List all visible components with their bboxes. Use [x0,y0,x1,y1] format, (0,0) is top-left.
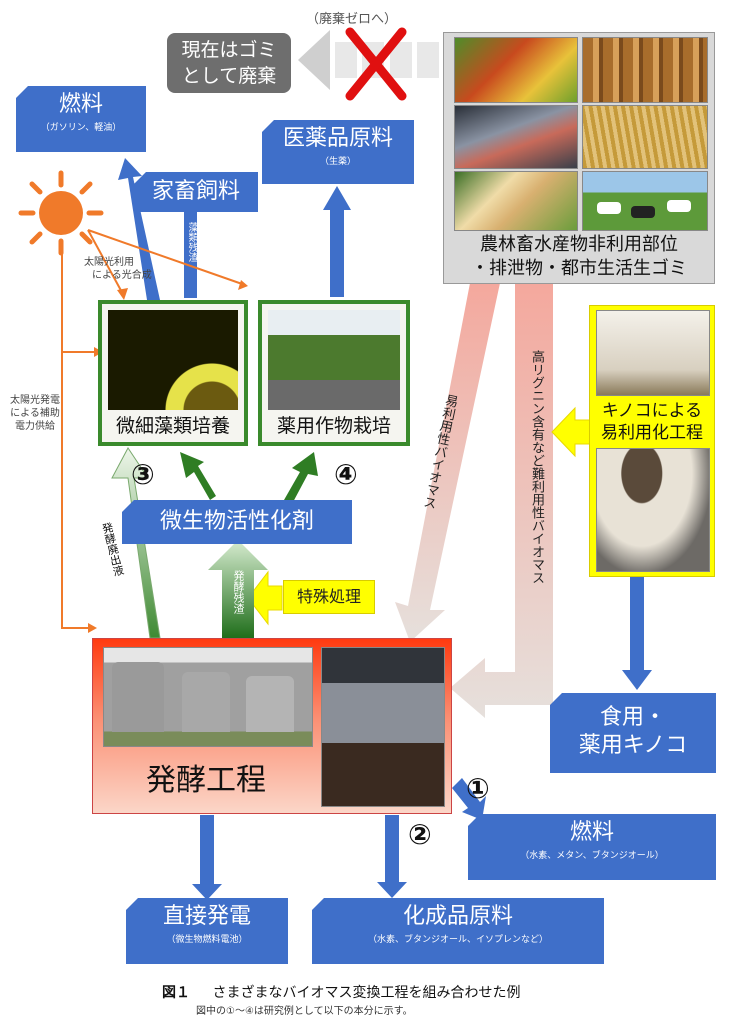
sun-label: 太陽光利用 による光合成 [84,256,152,282]
fuel-top-sub: （ガソリン、軽油） [40,123,122,133]
medicinal-crops-box: 薬用作物栽培 [258,300,410,446]
solar-power-line2: による補助 [10,408,60,419]
fuel-top-box: 燃料 （ガソリン、軽油） [16,86,146,152]
fish-photo [454,105,578,169]
marker-2: ② [408,818,432,851]
microbial-agent-box: 微生物活性化剤 [122,500,352,544]
solar-power-line1: 太陽光発電 [10,395,60,406]
fermentation-residue-label: 発酵残渣 [232,570,245,614]
livestock-feed-label: 家畜飼料 [151,179,240,204]
chemical-raw-main: 化成品原料 [402,904,513,929]
solar-power-label: 太陽光発電 による補助 電力供給 [10,394,60,433]
lignin-biomass-arrow [450,283,553,718]
mushroom-process-box: キノコによる 易利用化工程 [589,305,715,577]
figure-note: 図中の①〜④は研究例として以下の本分に示す。 [196,1006,413,1017]
fermentation-tanks-photo [103,647,313,747]
mushroom-process-line2: 易利用化工程 [601,423,703,443]
fuel-bottom-main: 燃料 [569,820,614,845]
sun-label-line2: による光合成 [92,270,152,281]
edible-mushroom-box: 食用・ 薬用キノコ [550,693,716,773]
marker-3: ③ [131,458,155,491]
direct-power-sub: （微生物燃料電池） [166,935,248,945]
solar-power-line3: 電力供給 [15,421,55,432]
direct-power-box: 直接発電 （微生物燃料電池） [126,898,288,964]
figure-number: 図１ [162,985,190,1001]
red-cross-mark [345,27,407,101]
king-oyster-photo [596,448,710,572]
pharma-raw-box: 医薬品原料 （生薬） [262,120,414,184]
figure-caption: 図１ さまざまなバイオマス変換工程を組み合わせた例 [162,982,520,1002]
special-treatment-box: 特殊処理 [283,580,375,614]
chemical-raw-box: 化成品原料 （水素、ブタンジオール、イソプレンなど） [312,898,604,964]
bioreactor-photo [321,647,445,807]
current-waste-line1: 現在はゴミ [181,39,277,61]
pharma-raw-main: 医薬品原料 [282,126,393,151]
special-treatment-label: 特殊処理 [296,587,361,606]
sun-label-line1: 太陽光利用 [84,257,134,268]
timber-photo [582,37,708,103]
biomass-source-line1: 農林畜水産物非利用部位 [480,234,678,255]
medicinal-crops-label: 薬用作物栽培 [276,415,391,437]
microalgae-box: 微細藻類培養 [98,300,248,446]
edible-mushroom-line2: 薬用キノコ [578,733,688,758]
vegetables-photo [454,37,578,103]
green-arrows [111,447,318,639]
sandwich-photo [454,171,578,231]
microalgae-label: 微細藻類培養 [115,415,230,437]
medicinal-crops-photo [268,310,400,410]
current-waste-line2: として廃棄 [181,65,277,87]
fermentation-box: 発酵工程 [92,638,452,814]
marker-1: ① [466,772,490,805]
sun-arrows [61,229,246,629]
lignin-biomass-label: 高リグニン含有など難利用性バイオマス [529,350,544,584]
chemical-raw-sub: （水素、ブタンジオール、イソプレンなど） [367,935,548,945]
figure-title: さまざまなバイオマス変換工程を組み合わせた例 [212,985,521,1001]
mushroom-process-line1: キノコによる [601,401,703,421]
edible-mushroom-line1: 食用・ [599,705,666,730]
biomass-source-line2: ・排泄物・都市生活生ゴミ [471,258,687,279]
easy-biomass-arrow [395,283,500,642]
zero-waste-label: （廃棄ゼロへ） [306,12,398,27]
microbial-agent-label: 微生物活性化剤 [159,509,314,534]
direct-power-main: 直接発電 [162,904,251,929]
mushroom-culture-photo [596,310,710,396]
cows-photo [582,171,708,231]
algae-residue-label: 藻類残渣 [186,222,197,262]
sun-icon [18,170,104,256]
fuel-top-main: 燃料 [58,92,103,117]
microalgae-photo [108,310,238,410]
fermentation-label: 発酵工程 [146,763,266,798]
marker-4: ④ [334,458,358,491]
fuel-bottom-sub: （水素、メタン、ブタンジオール） [520,851,664,861]
current-waste-box: 現在はゴミ として廃棄 [167,33,291,93]
fuel-bottom-box: 燃料 （水素、メタン、ブタンジオール） [468,814,716,880]
biomass-source-box: 農林畜水産物非利用部位 ・排泄物・都市生活生ゴミ [443,32,715,284]
pharma-raw-sub: （生薬） [319,157,356,167]
livestock-feed-box: 家畜飼料 [134,172,258,212]
wheat-photo [582,105,708,169]
